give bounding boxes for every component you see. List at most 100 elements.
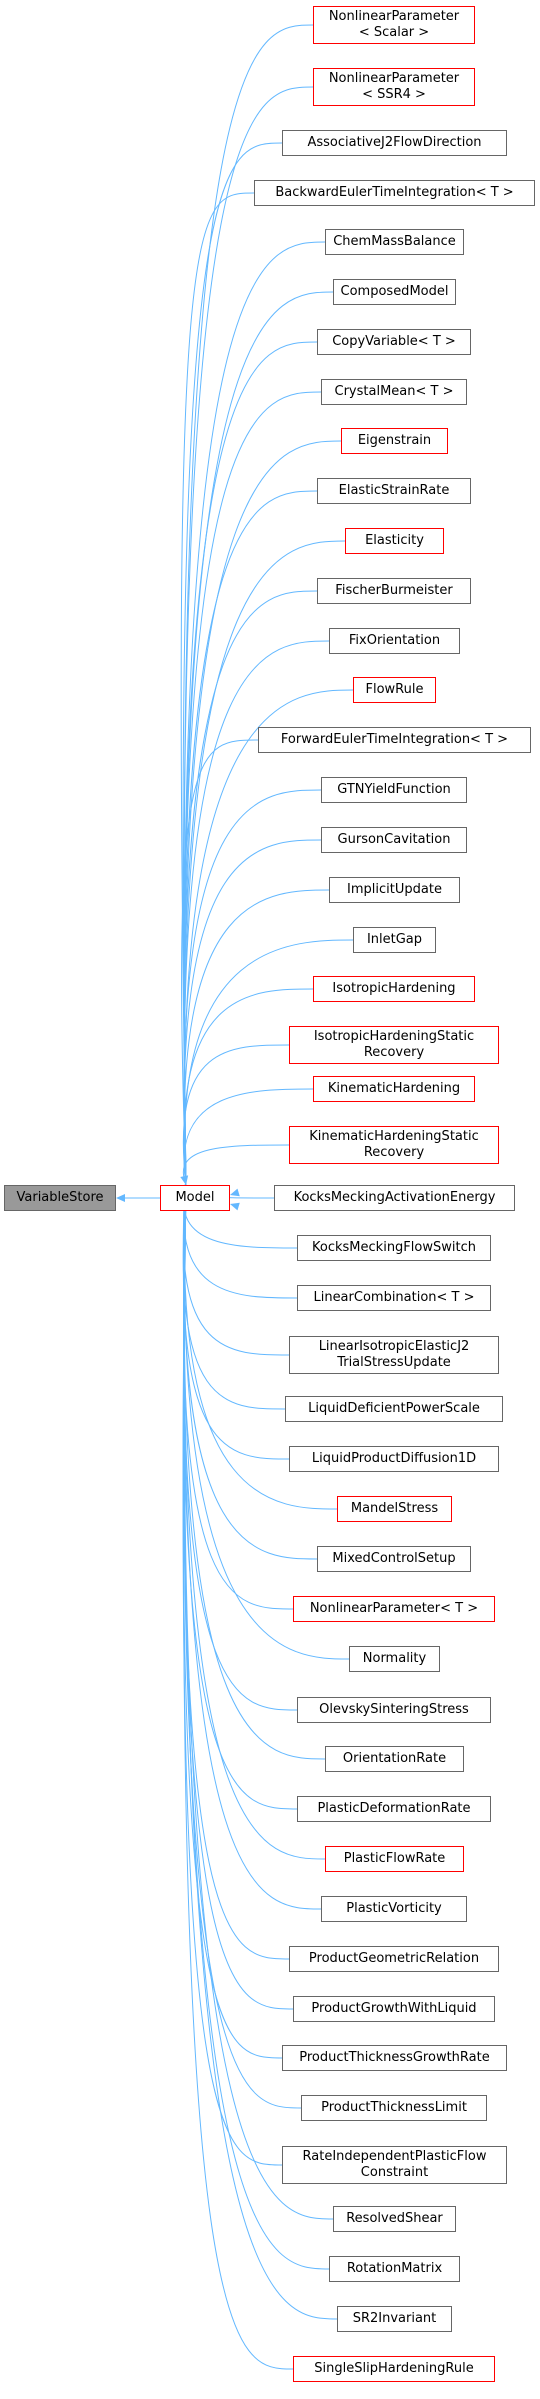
node-elasticstrainrate[interactable]: ElasticStrainRate — [317, 478, 471, 504]
edge-normality — [184, 1183, 350, 1660]
edge-plasticvorticity — [183, 1183, 322, 1910]
edge-copyvariable-t — [183, 341, 318, 1185]
edge-implicitupdate — [183, 889, 330, 1185]
node-associativej2flowdirection[interactable]: AssociativeJ2FlowDirection — [282, 130, 507, 156]
node-kocksmeckingflowswitch[interactable]: KocksMeckingFlowSwitch — [297, 1235, 491, 1261]
node-label: MandelStress — [350, 1501, 439, 1516]
node-productgeometricrelation[interactable]: ProductGeometricRelation — [289, 1946, 499, 1972]
node-fixorientation[interactable]: FixOrientation — [329, 628, 460, 654]
edge-plasticflowrate — [183, 1183, 326, 1860]
node-copyvariable-t[interactable]: CopyVariable< T > — [317, 329, 471, 355]
node-label: OlevskySinteringStress — [319, 1702, 469, 1717]
node-sr2invariant[interactable]: SR2Invariant — [337, 2306, 452, 2332]
node-liquidproductdiffusion1d[interactable]: LiquidProductDiffusion1D — [289, 1446, 499, 1472]
node-forwardeulertimeintegration-t[interactable]: ForwardEulerTimeIntegration< T > — [258, 727, 531, 753]
node-nonlinearparameter-ssr4[interactable]: NonlinearParameter< SSR4 > — [313, 68, 475, 106]
node-label: ProductThicknessGrowthRate — [299, 2050, 490, 2065]
node-plasticvorticity[interactable]: PlasticVorticity — [321, 1896, 467, 1922]
node-label: OrientationRate — [342, 1751, 447, 1766]
node-label: ResolvedShear — [346, 2211, 443, 2226]
node-label: NonlinearParameter — [328, 71, 460, 86]
node-gursoncavitation[interactable]: GursonCavitation — [321, 827, 467, 853]
node-label: ProductGrowthWithLiquid — [311, 2001, 477, 2016]
node-label: ImplicitUpdate — [347, 882, 442, 897]
node-inletgap[interactable]: InletGap — [353, 927, 436, 953]
node-label: Constraint — [360, 2165, 429, 2180]
node-mandelstress[interactable]: MandelStress — [337, 1496, 452, 1522]
node-label: RateIndependentPlasticFlow — [302, 2149, 487, 2164]
node-label: LinearIsotropicElasticJ2 — [318, 1339, 470, 1354]
node-backwardeulertimeintegration-t[interactable]: BackwardEulerTimeIntegration< T > — [254, 180, 535, 206]
node-label: BackwardEulerTimeIntegration< T > — [275, 185, 514, 200]
edge-crystalmean-t — [183, 391, 322, 1185]
edge-liquiddeficientpowerscale — [182, 1183, 286, 1410]
node-nonlinearparameter-scalar[interactable]: NonlinearParameter< Scalar > — [313, 6, 475, 44]
node-normality[interactable]: Normality — [349, 1646, 440, 1672]
node-kinematichardening[interactable]: KinematicHardening — [313, 1076, 475, 1102]
node-kocksmeckingactivationenergy[interactable]: KocksMeckingActivationEnergy — [274, 1185, 515, 1211]
node-flowrule[interactable]: FlowRule — [353, 677, 436, 703]
node-label: Eigenstrain — [357, 433, 432, 448]
edge-elasticity — [183, 540, 346, 1185]
arrowhead-into-variablestore — [116, 1194, 125, 1202]
node-productthicknessgrowthrate[interactable]: ProductThicknessGrowthRate — [282, 2045, 507, 2071]
node-label: Normality — [362, 1651, 427, 1666]
arrowhead-into-model — [180, 1175, 189, 1185]
edge-productthicknessgrowthrate — [182, 1183, 283, 2059]
edge-sr2invariant — [183, 1183, 338, 2320]
node-orientationrate[interactable]: OrientationRate — [325, 1746, 464, 1772]
edge-fixorientation — [183, 640, 330, 1185]
node-elasticity[interactable]: Elasticity — [345, 528, 444, 554]
node-olevskysinteringstress[interactable]: OlevskySinteringStress — [297, 1697, 491, 1723]
node-label: ProductThicknessLimit — [321, 2100, 467, 2115]
node-plasticdeformationrate[interactable]: PlasticDeformationRate — [297, 1796, 491, 1822]
node-label: FixOrientation — [348, 633, 441, 648]
node-label: CrystalMean< T > — [334, 384, 454, 399]
node-label: PlasticVorticity — [346, 1901, 442, 1916]
node-nonlinearparameter-t[interactable]: NonlinearParameter< T > — [293, 1596, 495, 1622]
node-chemmassbalance[interactable]: ChemMassBalance — [325, 229, 464, 255]
node-label: VariableStore — [16, 1190, 104, 1205]
node-rotationmatrix[interactable]: RotationMatrix — [329, 2256, 460, 2282]
node-isotropichardening[interactable]: IsotropicHardening — [313, 976, 475, 1002]
node-label: Recovery — [363, 1145, 425, 1160]
edge-inletgap — [184, 939, 354, 1185]
node-model[interactable]: Model — [160, 1185, 230, 1211]
edge-liquidproductdiffusion1d — [182, 1183, 290, 1460]
node-plasticflowrate[interactable]: PlasticFlowRate — [325, 1846, 464, 1872]
edge-flowrule — [184, 689, 354, 1185]
node-label: ElasticStrainRate — [338, 483, 450, 498]
node-implicitupdate[interactable]: ImplicitUpdate — [329, 877, 460, 903]
node-variablestore: VariableStore — [4, 1185, 116, 1211]
edge-kinematichardening — [183, 1088, 314, 1185]
node-label: LiquidDeficientPowerScale — [308, 1401, 480, 1416]
node-liquiddeficientpowerscale[interactable]: LiquidDeficientPowerScale — [285, 1396, 503, 1422]
node-linearcombination-t[interactable]: LinearCombination< T > — [297, 1285, 491, 1311]
node-label: NonlinearParameter — [328, 9, 460, 24]
node-crystalmean-t[interactable]: CrystalMean< T > — [321, 379, 467, 405]
edge-productthicknesslimit — [183, 1183, 302, 2109]
node-mixedcontrolsetup[interactable]: MixedControlSetup — [317, 1546, 471, 1572]
node-label: CopyVariable< T > — [332, 334, 456, 349]
arrowhead-into-model — [230, 1188, 240, 1197]
edge-forwardeulertimeintegration-t — [181, 739, 259, 1185]
node-label: IsotropicHardening — [332, 981, 456, 996]
node-resolvedshear[interactable]: ResolvedShear — [333, 2206, 456, 2232]
node-productgrowthwithliquid[interactable]: ProductGrowthWithLiquid — [293, 1996, 495, 2022]
node-label: < Scalar > — [358, 25, 430, 40]
node-singlesliphardeningrule[interactable]: SingleSlipHardeningRule — [293, 2356, 495, 2382]
node-label: SingleSlipHardeningRule — [314, 2361, 474, 2376]
node-gtnyieldfunction[interactable]: GTNYieldFunction — [321, 777, 467, 803]
node-eigenstrain[interactable]: Eigenstrain — [341, 428, 448, 454]
node-composedmodel[interactable]: ComposedModel — [333, 279, 456, 305]
node-fischerburmeister[interactable]: FischerBurmeister — [317, 578, 471, 604]
node-productthicknesslimit[interactable]: ProductThicknessLimit — [301, 2095, 487, 2121]
node-label: < SSR4 > — [362, 87, 426, 102]
node-label: ChemMassBalance — [333, 234, 456, 249]
